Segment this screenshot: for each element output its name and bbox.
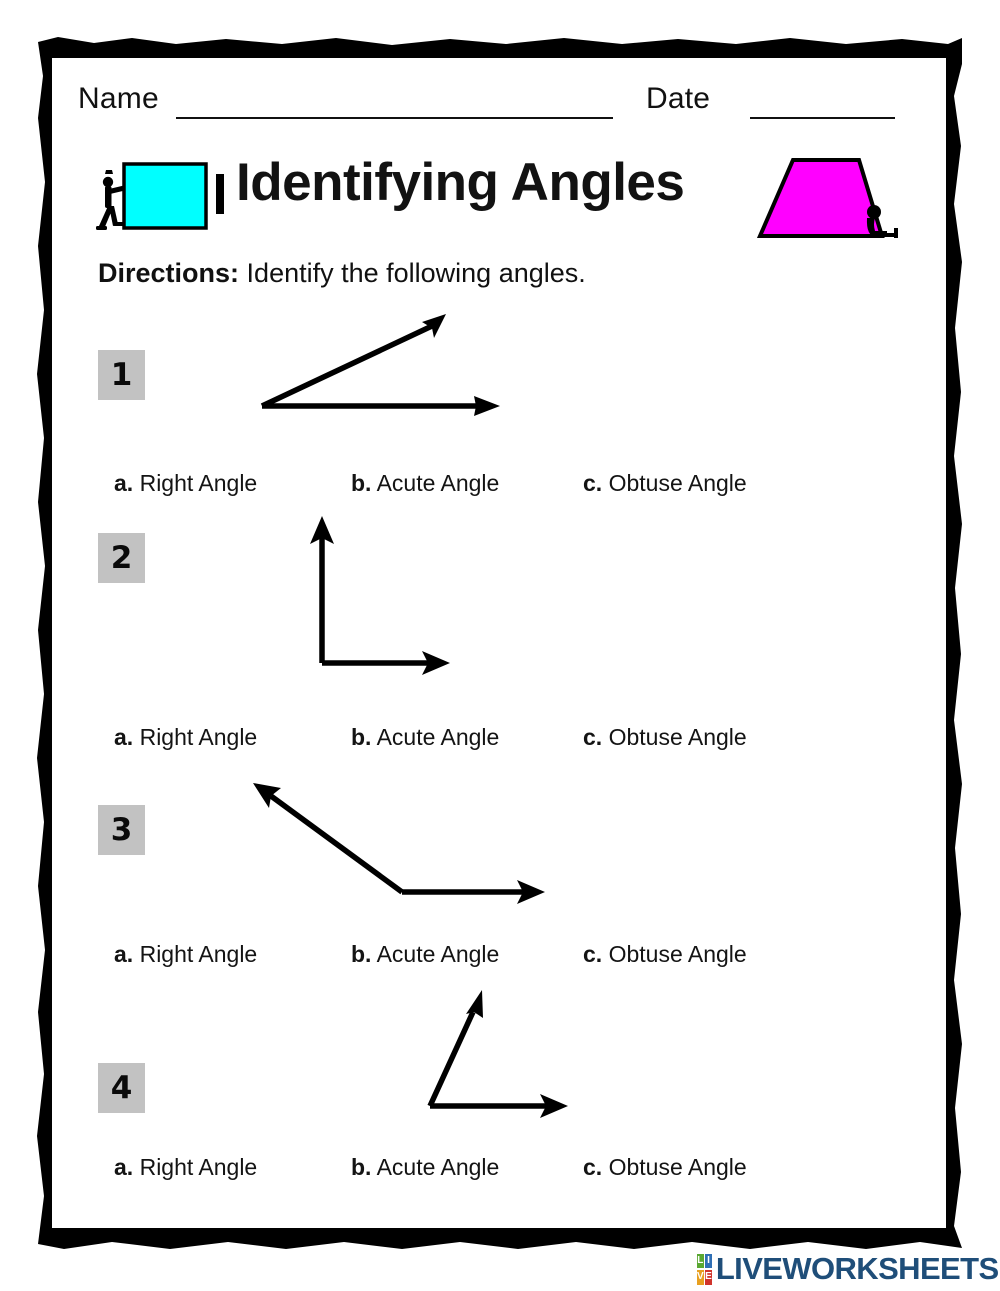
option-label: Acute Angle: [376, 1154, 500, 1180]
option-c[interactable]: c. Obtuse Angle: [583, 724, 747, 751]
question-number-badge: 4: [98, 1063, 145, 1113]
option-label: Acute Angle: [376, 724, 500, 750]
option-key: b.: [351, 724, 372, 750]
answer-options-1: a. Right Angle b. Acute Angle c. Obtuse …: [0, 470, 1000, 504]
option-label: Obtuse Angle: [608, 724, 747, 750]
date-input-line[interactable]: [750, 117, 895, 119]
option-label: Obtuse Angle: [608, 1154, 747, 1180]
option-key: a.: [114, 1154, 134, 1180]
option-c[interactable]: c. Obtuse Angle: [583, 470, 747, 497]
option-label: Right Angle: [139, 1154, 258, 1180]
option-key: b.: [351, 941, 372, 967]
tile-e: E: [705, 1269, 712, 1285]
option-key: a.: [114, 941, 134, 967]
option-b[interactable]: b. Acute Angle: [351, 470, 499, 497]
option-a[interactable]: a. Right Angle: [114, 941, 257, 968]
option-b[interactable]: b. Acute Angle: [351, 1154, 499, 1181]
option-key: c.: [583, 1154, 603, 1180]
directions-label: Directions:: [98, 258, 240, 288]
option-key: b.: [351, 470, 372, 496]
option-label: Right Angle: [139, 941, 258, 967]
option-label: Obtuse Angle: [608, 470, 747, 496]
tile-v: V: [697, 1269, 704, 1285]
obtuse-angle-diagram: [235, 768, 565, 913]
option-label: Acute Angle: [376, 470, 500, 496]
option-c[interactable]: c. Obtuse Angle: [583, 1154, 747, 1181]
option-a[interactable]: a. Right Angle: [114, 470, 257, 497]
option-c[interactable]: c. Obtuse Angle: [583, 941, 747, 968]
option-key: c.: [583, 941, 603, 967]
tile-l: L: [697, 1253, 704, 1269]
option-label: Obtuse Angle: [608, 941, 747, 967]
magenta-trapezoid-icon: [754, 154, 906, 246]
name-date-row: Name Date: [78, 82, 908, 126]
option-key: a.: [114, 724, 134, 750]
name-label: Name: [78, 82, 159, 115]
option-label: Right Angle: [139, 724, 258, 750]
acute-angle-diagram: [410, 980, 600, 1125]
answer-options-4: a. Right Angle b. Acute Angle c. Obtuse …: [0, 1154, 1000, 1188]
option-label: Acute Angle: [376, 941, 500, 967]
directions-text: Identify the following angles.: [246, 258, 586, 288]
option-b[interactable]: b. Acute Angle: [351, 941, 499, 968]
question-number-badge: 1: [98, 350, 145, 400]
name-input-line[interactable]: [176, 117, 613, 119]
question-number-badge: 3: [98, 805, 145, 855]
liveworksheets-wordmark: LIVEWORKSHEETS: [715, 1251, 999, 1286]
option-key: b.: [351, 1154, 372, 1180]
question-number-badge: 2: [98, 533, 145, 583]
right-angle-diagram: [300, 508, 490, 683]
option-a[interactable]: a. Right Angle: [114, 1154, 257, 1181]
option-label: Right Angle: [139, 470, 258, 496]
liveworksheets-logo[interactable]: L I V E LIVEWORKSHEETS: [697, 1250, 999, 1288]
option-key: a.: [114, 470, 134, 496]
answer-options-3: a. Right Angle b. Acute Angle c. Obtuse …: [0, 941, 1000, 975]
page-title: Identifying Angles: [236, 153, 685, 212]
option-key: c.: [583, 470, 603, 496]
option-a[interactable]: a. Right Angle: [114, 724, 257, 751]
acute-angle-diagram: [250, 296, 520, 426]
date-label: Date: [646, 82, 711, 115]
liveworksheets-tiles-icon: L I V E: [697, 1253, 712, 1285]
title-band: Identifying Angles: [96, 150, 906, 246]
option-b[interactable]: b. Acute Angle: [351, 724, 499, 751]
answer-options-2: a. Right Angle b. Acute Angle c. Obtuse …: [0, 724, 1000, 758]
cyan-rectangle-icon: [96, 158, 226, 240]
tile-i: I: [705, 1253, 712, 1269]
directions-line: Directions: Identify the following angle…: [98, 258, 586, 289]
option-key: c.: [583, 724, 603, 750]
